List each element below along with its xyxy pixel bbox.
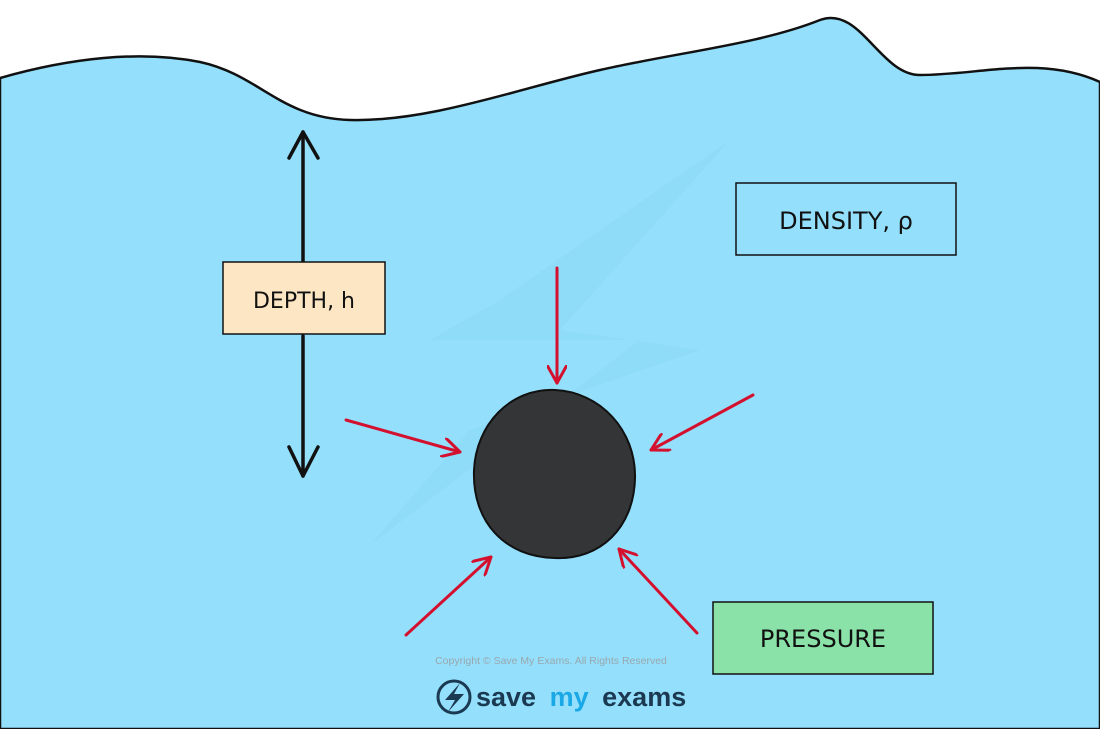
- pressure-arrow-bottom-left: [404, 555, 493, 637]
- save-my-exams-logo: save my exams: [436, 679, 686, 715]
- water-surface: [0, 16, 1100, 729]
- logo-word-save: save: [476, 682, 536, 712]
- logo-word-exams: exams: [602, 682, 686, 712]
- depth-label-box: [222, 261, 386, 335]
- logo-bolt-icon: [436, 679, 472, 715]
- svg-text:save my exams: save my exams: [476, 682, 686, 712]
- pressure-label-box: [712, 601, 934, 675]
- pressure-arrow-right: [649, 393, 755, 450]
- density-label: DENSITY, ρ: [779, 207, 913, 235]
- logo-word-my: my: [550, 682, 589, 712]
- depth-label: DEPTH, h: [253, 289, 355, 314]
- density-label-box: [735, 182, 957, 256]
- pressure-arrows: [344, 266, 755, 637]
- depth-arrow: [287, 130, 320, 478]
- pressure-arrow-left: [344, 418, 462, 452]
- pressure-arrow-bottom-right: [617, 547, 699, 635]
- pressure-label: PRESSURE: [760, 625, 886, 653]
- submerged-object: [472, 388, 637, 560]
- copyright-text: Copyright © Save My Exams. All Rights Re…: [435, 655, 667, 667]
